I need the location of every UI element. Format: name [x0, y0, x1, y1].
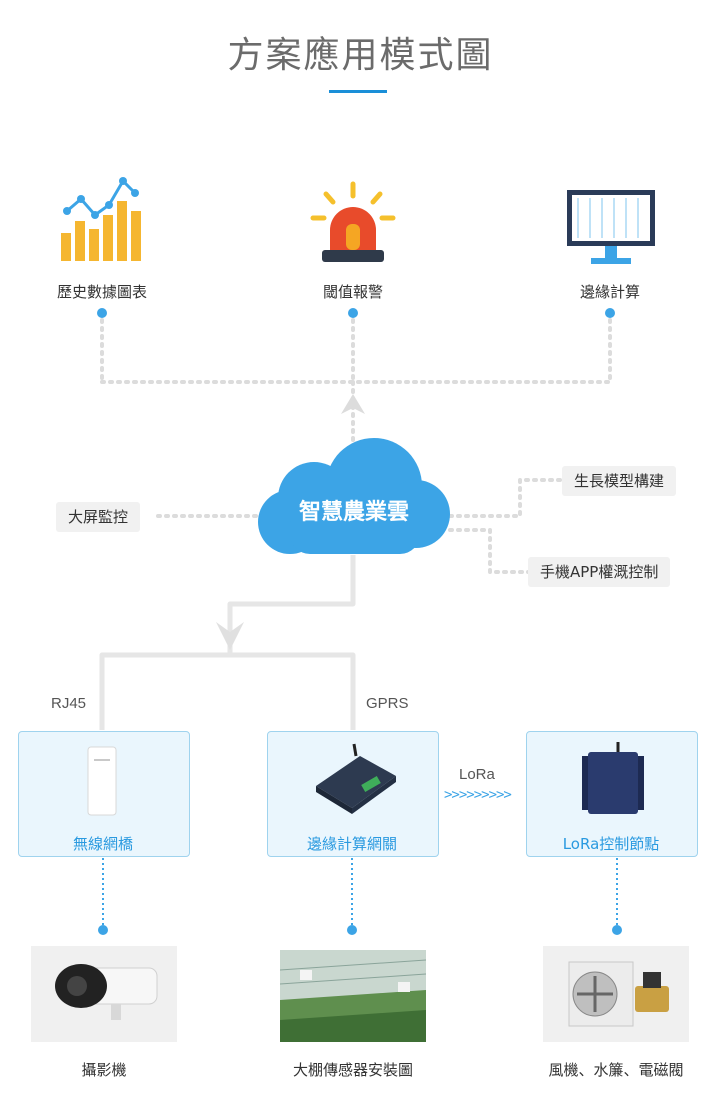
- greenhouse-image: [280, 950, 426, 1042]
- cloud-label: 智慧農業雲: [298, 500, 409, 525]
- bottom-label-camera: 攝影機: [81, 1061, 127, 1079]
- bottom-label-greenhouse: 大棚傳感器安裝圖: [292, 1061, 413, 1079]
- wireless-bridge-image: [86, 745, 118, 817]
- top-node-dot: [605, 308, 615, 318]
- camera-image: [31, 946, 177, 1042]
- protocol-lora: LoRa: [459, 766, 495, 783]
- tag-mobile-app-irrigation: 手機APP權溉控制: [528, 557, 671, 587]
- lora-arrows: >>>>>>>>>: [444, 787, 512, 803]
- title-underline: [329, 90, 387, 93]
- edge-gateway-image: [310, 742, 400, 818]
- fan-valve-image: [543, 946, 689, 1042]
- bottom-label-fan-valve: 風機、水簾、電磁閥: [548, 1061, 684, 1079]
- top-node-dot: [348, 308, 358, 318]
- top-label-history-chart: 歷史數據圖表: [56, 283, 147, 301]
- tag-growth-model: 生長模型構建: [562, 466, 677, 496]
- lora-node-image: [578, 742, 648, 822]
- cloud-shape: [254, 436, 454, 558]
- alarm-light-icon: [308, 180, 398, 270]
- device-label-wireless-bridge: 無線網橋: [72, 835, 133, 853]
- page-title: 方案應用模式圖: [227, 35, 494, 76]
- bar-chart-icon: [55, 175, 155, 265]
- protocol-gprs: GPRS: [366, 695, 409, 712]
- protocol-rj45: RJ45: [51, 695, 87, 712]
- top-label-threshold-alarm: 閾值報警: [322, 283, 383, 301]
- top-label-edge-computing: 邊緣計算: [579, 283, 640, 301]
- top-node-dot: [97, 308, 107, 318]
- monitor-icon: [563, 188, 659, 268]
- device-label-lora-node: LoRa控制節點: [562, 835, 660, 853]
- tag-big-screen-monitoring: 大屏監控: [56, 502, 141, 532]
- device-label-edge-gateway: 邊緣計算網關: [306, 835, 397, 853]
